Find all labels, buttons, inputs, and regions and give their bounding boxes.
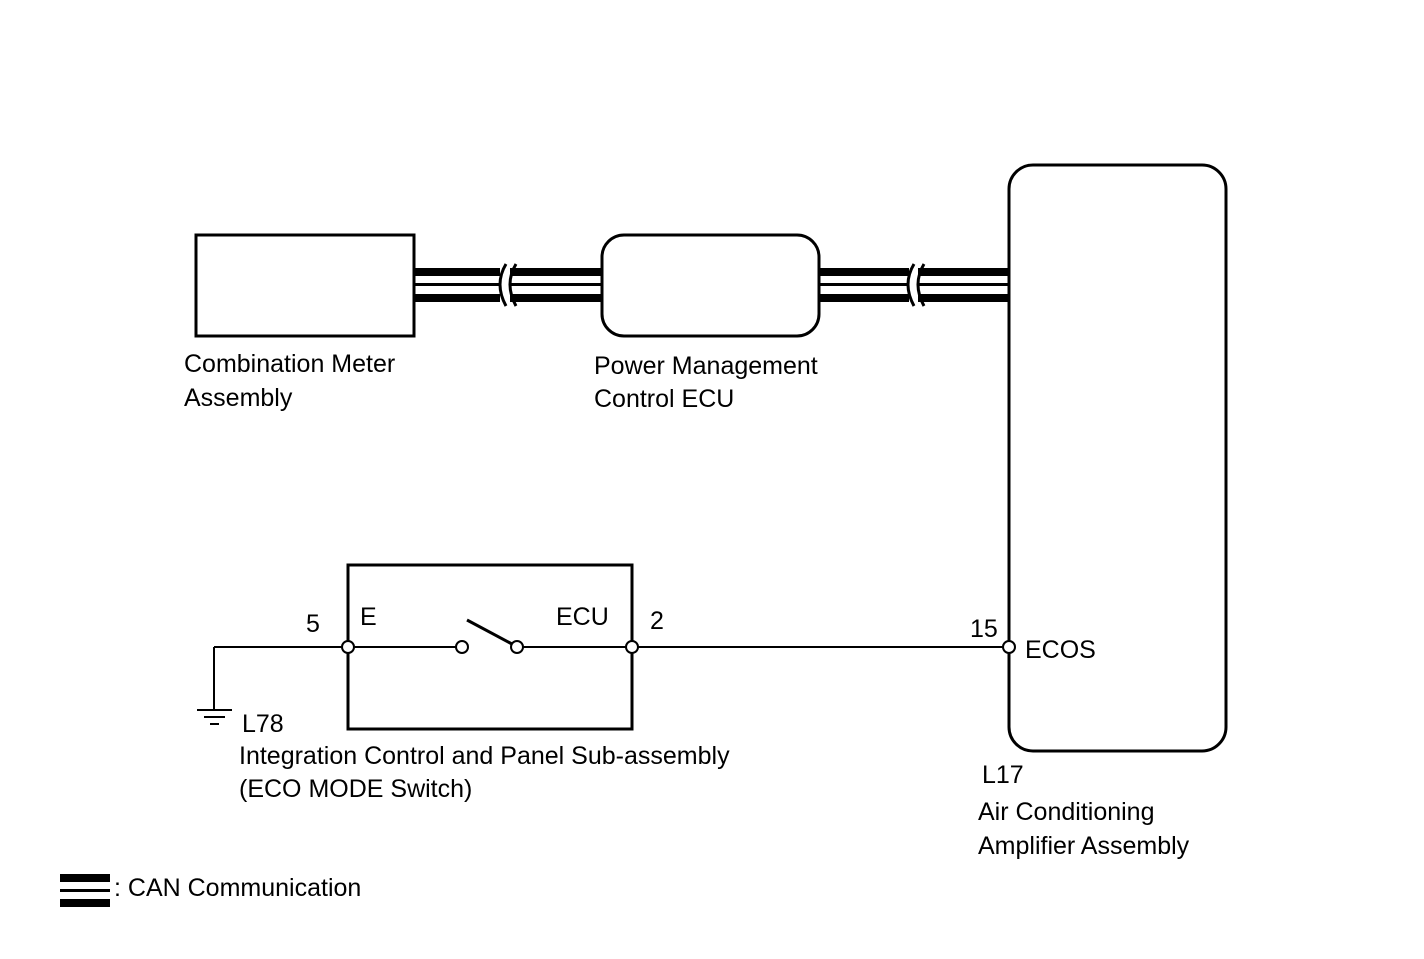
can-legend-icon — [60, 874, 110, 907]
ac-amplifier-connector-id: L17 — [982, 761, 1024, 789]
eco-switch-label-1: Integration Control and Panel Sub-assemb… — [239, 742, 730, 770]
terminal-ecos-name: ECOS — [1025, 636, 1096, 664]
switch-contact-left — [455, 640, 469, 654]
ac-amplifier-label-2: Amplifier Assembly — [978, 832, 1190, 860]
terminal-5 — [341, 640, 355, 654]
terminal-2-number: 2 — [650, 607, 664, 635]
eco-switch-connector-id: L78 — [242, 710, 284, 738]
combination-meter-label-2: Assembly — [184, 384, 293, 412]
circuit-wires — [213, 646, 1003, 709]
switch-lever — [466, 618, 513, 646]
ac-amplifier-box — [1007, 163, 1228, 753]
combination-meter-box — [194, 233, 416, 338]
terminal-15 — [1002, 640, 1016, 654]
terminal-e-name: E — [360, 603, 377, 631]
terminal-ecu-name: ECU — [556, 603, 609, 631]
ground-icon — [197, 709, 232, 725]
can-bus-segment-1 — [414, 268, 500, 302]
combination-meter-label-1: Combination Meter — [184, 350, 395, 378]
terminal-2 — [625, 640, 639, 654]
can-bus-segment-4 — [918, 268, 1009, 302]
power-management-ecu-box — [600, 233, 821, 338]
can-legend-label: : CAN Communication — [114, 874, 361, 902]
power-management-label-1: Power Management — [594, 352, 818, 380]
can-bus-segment-2 — [510, 268, 602, 302]
power-management-label-2: Control ECU — [594, 385, 734, 413]
eco-switch-label-2: (ECO MODE Switch) — [239, 775, 472, 803]
terminal-15-number: 15 — [970, 615, 998, 643]
can-bus-segment-3 — [819, 268, 909, 302]
terminal-5-number: 5 — [306, 610, 320, 638]
ac-amplifier-label-1: Air Conditioning — [978, 798, 1155, 826]
switch-contact-right — [510, 640, 524, 654]
